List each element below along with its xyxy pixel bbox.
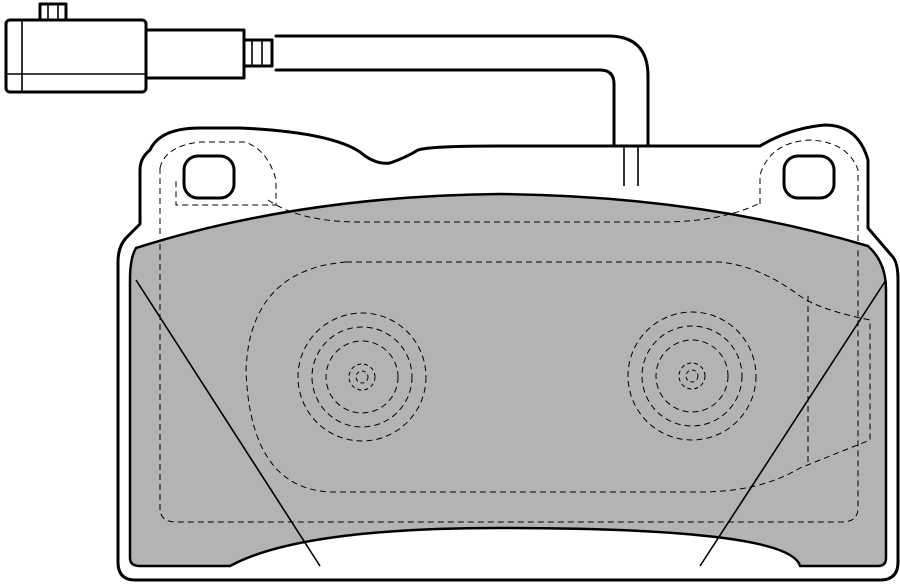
- connector-body: [4, 18, 148, 94]
- left-piston-mid-circle: [311, 326, 413, 428]
- sensor-probe: [623, 146, 639, 186]
- sensor-wire-lower-edge: [274, 68, 616, 148]
- upper-hidden-contour: [267, 199, 759, 223]
- right-piston-circles: [627, 311, 757, 441]
- right-piston-mid-circle: [641, 325, 743, 427]
- sensor-connector: [4, 2, 246, 94]
- connector-latch: [38, 2, 68, 22]
- right-piston-outer-circle: [627, 311, 757, 441]
- right-mounting-hole: [782, 154, 836, 200]
- piston-area-hidden-contour: [245, 261, 871, 493]
- left-piston-core-circle: [348, 363, 376, 391]
- right-piston-core-circle: [678, 362, 706, 390]
- left-chamfer-line: [135, 279, 321, 567]
- left-piston-outer-circle: [297, 312, 427, 442]
- friction-material: [128, 192, 888, 568]
- left-ear-hidden-outline: [159, 141, 277, 206]
- right-ear-hidden-outline: [759, 139, 859, 215]
- friction-inner-hidden-outline: [159, 244, 859, 523]
- right-piston-center-circle: [685, 369, 699, 383]
- right-chamfer-line: [699, 279, 887, 567]
- left-piston-center-circle: [355, 370, 369, 384]
- left-piston-circles: [297, 312, 427, 442]
- left-mounting-hole: [182, 154, 236, 200]
- connector-collar: [144, 28, 246, 80]
- right-piston-inner-circle: [655, 339, 729, 413]
- wire-crimp-sleeve: [242, 38, 274, 68]
- sensor-wire: [274, 34, 650, 148]
- left-piston-inner-circle: [325, 340, 399, 414]
